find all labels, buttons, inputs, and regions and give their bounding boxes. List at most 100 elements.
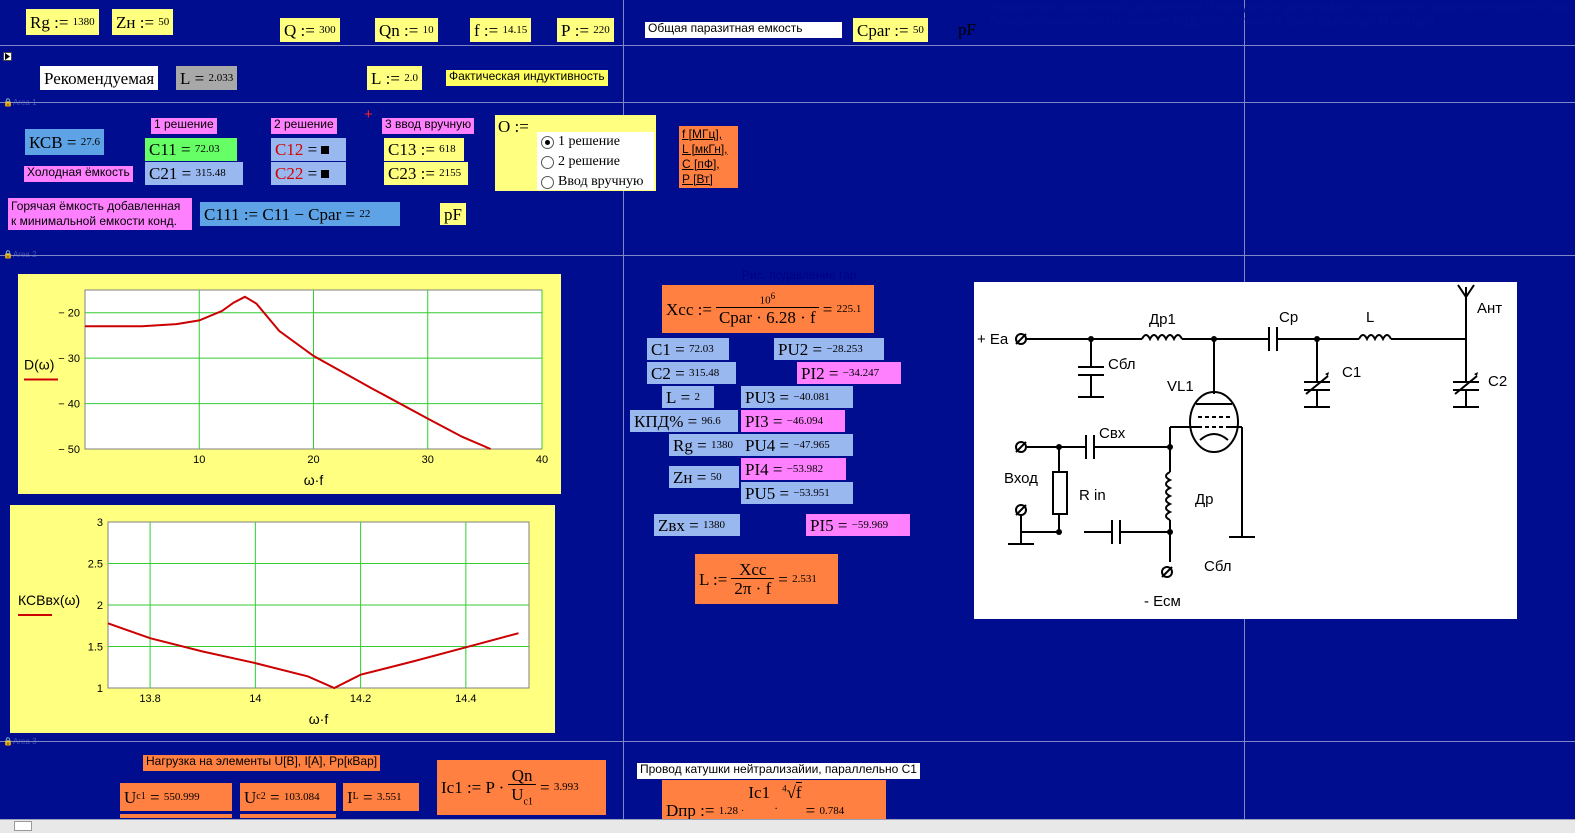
region-separator (0, 45, 1575, 46)
uc2-underbar (240, 814, 336, 818)
x-tick-label: 14.4 (455, 693, 476, 705)
l-recommended: L = 2.033 (176, 66, 238, 90)
solution-3-label: 3 ввод вручную (382, 117, 475, 134)
ksv-result: КСВ = 27.6 (25, 129, 104, 155)
label-sbl1: Сбл (1108, 356, 1136, 373)
pi5-result: PI5 = −59.969 (806, 514, 910, 536)
region-marker-1[interactable]: 🔒Area 1 (3, 98, 37, 107)
scrollbar-thumb[interactable] (14, 821, 32, 831)
l-result: L = 2 (662, 386, 714, 408)
solution-1-label: 1 решение (151, 117, 217, 134)
y-axis-label: КСВвх(ω) (18, 592, 80, 608)
x-tick-label: 40 (536, 454, 548, 466)
unit-frequency: f [МГц], (682, 127, 723, 141)
region-separator (0, 255, 1575, 256)
region-toggle-arrow[interactable] (3, 52, 12, 61)
pi2-result: PI2 = −34.247 (797, 362, 901, 384)
notes-text: Увеличение нагрузочной добротности П-кон… (990, 0, 1570, 28)
c111-unit: pF (440, 203, 466, 225)
label-cvx: Свх (1099, 425, 1126, 442)
region-marker-2[interactable]: 🔒Area 2 (3, 250, 37, 259)
cpar-definition[interactable]: Cpar := 50 (853, 18, 928, 42)
region-marker-3[interactable]: 🔒Area 3 (3, 737, 37, 746)
unit-power: P [Вт] (682, 172, 713, 186)
element-load-label: Нагрузка на элементы U[В], I[А], Pр[кВар… (143, 754, 381, 771)
figure-caption: Рис. подавление гар (742, 268, 857, 282)
label-vl1: VL1 (1167, 378, 1194, 395)
label-dr: Др (1195, 491, 1214, 508)
radio-group: 1 решение 2 решение Ввод вручную (537, 132, 654, 190)
label-esm: - Есм (1144, 593, 1181, 610)
radio-option-3[interactable]: Ввод вручную (541, 172, 654, 192)
cold-capacitance-label: Холодная ёмкость (24, 165, 133, 182)
f-definition[interactable]: f := 14.15 (470, 18, 532, 42)
unit-inductance: L [мкГн], (682, 142, 728, 156)
kpd-result: КПД% = 96.6 (630, 410, 738, 432)
x-tick-label: 14 (249, 693, 261, 705)
hot-capacitance-label: Горячая ёмкость добавленная к минимально… (8, 198, 192, 230)
radio-unselected-icon (541, 155, 554, 169)
x-axis-label: ω·f (304, 472, 324, 488)
actual-inductance-label: Фактическая индуктивность (446, 69, 608, 86)
radio-unselected-icon (541, 175, 554, 189)
l-set-definition[interactable]: L := 2.0 (367, 66, 422, 90)
label-vhod: Вход (1004, 470, 1038, 487)
x-tick-label: 14.2 (350, 693, 371, 705)
c111-result: C111 := C11 − Cpar = 22 (200, 202, 400, 226)
circuit-schematic-svg: + Ea Др1 Сбл Ср L Ант С1 С2 VL1 Свх Вход… (977, 284, 1507, 610)
label-ant: Ант (1477, 300, 1502, 317)
region-label: Area 3 (12, 737, 37, 746)
x-tick-label: 20 (307, 454, 319, 466)
region-separator (0, 102, 1575, 103)
c2-result: C2 = 315.48 (647, 362, 736, 384)
x-tick-label: 10 (193, 454, 205, 466)
label-c2: С2 (1488, 373, 1507, 390)
rg-definition[interactable]: Rg := 1380 (26, 9, 99, 35)
y-tick-label: − 30 (58, 353, 80, 365)
undefined-value-marker (321, 145, 330, 154)
qn-definition[interactable]: Qn := 10 (375, 18, 438, 42)
zn-definition[interactable]: Zн := 50 (112, 9, 174, 35)
y-tick-label: − 40 (58, 399, 80, 411)
radio-option-2[interactable]: 2 решение (541, 152, 654, 172)
region-label: Area 1 (12, 98, 37, 107)
label-dr1: Др1 (1149, 311, 1176, 328)
x-tick-label: 13.8 (139, 693, 160, 705)
y-tick-label: 1.5 (88, 642, 103, 654)
y-tick-label: − 20 (58, 308, 80, 320)
c13-definition[interactable]: C13 := 618 (384, 138, 464, 161)
q-definition[interactable]: Q := 300 (280, 18, 340, 42)
wire-label: Провод катушки нейтрализайии, параллельн… (637, 762, 920, 779)
circuit-schematic: + Ea Др1 Сбл Ср L Ант С1 С2 VL1 Свх Вход… (974, 282, 1517, 619)
y-tick-label: 2 (97, 600, 103, 612)
label-sbl2: Сбл (1204, 558, 1232, 575)
uc1-underbar (120, 814, 232, 818)
pu3-result: PU3 = −40.081 (741, 386, 853, 408)
c23-definition[interactable]: C23 := 2155 (384, 162, 468, 185)
dpr-formula: Dпр := 1.28 · Ic1 · 4√f = 0.784 (662, 780, 886, 824)
radio-option-1[interactable]: 1 решение (541, 132, 654, 152)
c22-result: C22 = (271, 162, 346, 185)
label-c1: С1 (1342, 364, 1361, 381)
parasitic-capacitance-label: Общая паразитная емкость (645, 21, 842, 38)
series-line (85, 295, 491, 450)
series-line (107, 622, 519, 690)
label-ea: + Ea (977, 331, 1009, 348)
o-variable-label: O := (498, 117, 529, 136)
dpr-root: 4√f (782, 782, 802, 802)
solution-2-label: 2 решение (271, 117, 337, 134)
p-definition[interactable]: P := 220 (557, 18, 614, 42)
c11-result: C11 = 72.03 (145, 138, 237, 161)
pu4-result: PU4 = −47.965 (741, 434, 853, 456)
horizontal-scrollbar[interactable] (0, 819, 1575, 833)
